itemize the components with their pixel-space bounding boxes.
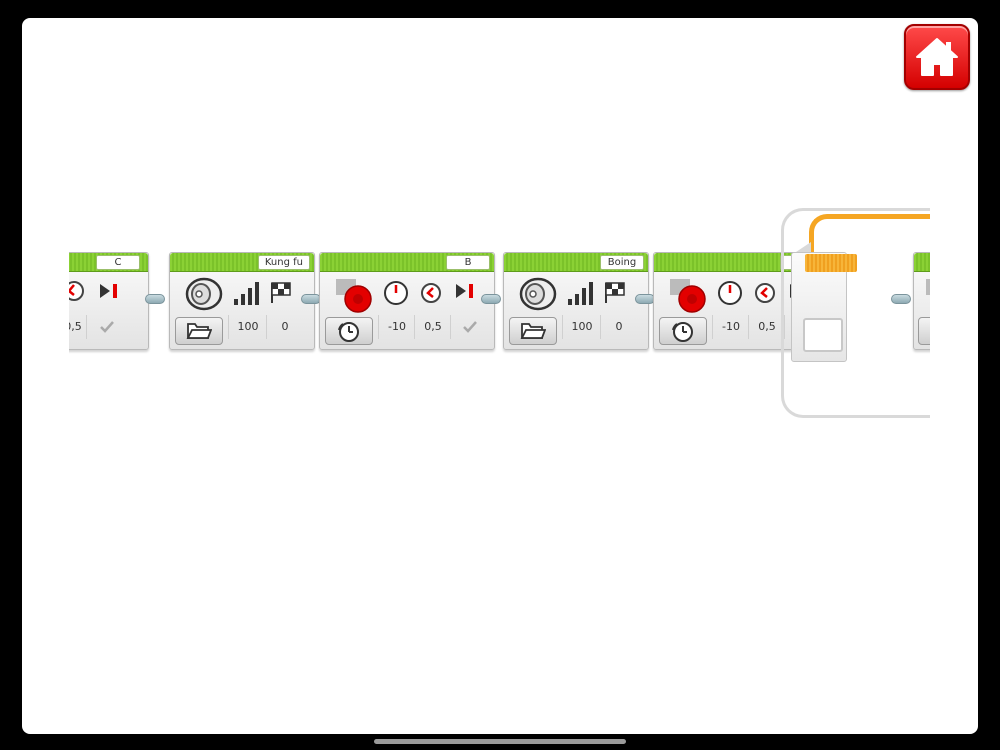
play-type-flag-icon bbox=[271, 282, 291, 303]
sequence-wire bbox=[145, 294, 165, 304]
loop-mode-selector[interactable] bbox=[803, 318, 843, 352]
loop-frame[interactable] bbox=[781, 208, 930, 418]
large-motor-icon bbox=[670, 279, 706, 313]
app-screen: C 0,5 Kung fu bbox=[22, 18, 978, 734]
speaker-icon bbox=[185, 277, 223, 311]
large-motor-icon bbox=[926, 279, 930, 295]
power-value[interactable]: -10 bbox=[378, 315, 415, 339]
large-motor-block-b[interactable]: B bbox=[319, 252, 495, 350]
home-button[interactable] bbox=[904, 24, 970, 90]
volume-icon bbox=[568, 282, 593, 305]
large-motor-icon bbox=[336, 279, 372, 313]
motor-mode-button[interactable] bbox=[325, 317, 373, 345]
sound-file-name[interactable]: Kung fu bbox=[257, 255, 310, 270]
rotations-icon bbox=[755, 283, 775, 303]
timer-mode-icon bbox=[672, 322, 693, 342]
brake-icon bbox=[100, 284, 117, 298]
play-type-value[interactable]: 0 bbox=[600, 315, 637, 339]
volume-value[interactable]: 100 bbox=[562, 315, 601, 339]
home-icon bbox=[916, 38, 958, 76]
rotations-value[interactable]: 0,5 bbox=[69, 320, 82, 333]
power-icon bbox=[384, 281, 408, 305]
port-selector[interactable]: B bbox=[446, 255, 490, 270]
play-type-flag-icon bbox=[605, 282, 625, 303]
rotations-icon bbox=[69, 281, 84, 301]
rotations-icon bbox=[421, 283, 441, 303]
sequence-wire bbox=[301, 294, 321, 304]
motor-mode-button[interactable] bbox=[918, 317, 930, 345]
home-indicator[interactable] bbox=[374, 739, 626, 744]
large-motor-block-partial[interactable]: C 0,5 bbox=[69, 252, 149, 350]
loop-return-arrow bbox=[809, 214, 930, 259]
block-header bbox=[914, 253, 930, 272]
power-value[interactable]: -10 bbox=[712, 315, 749, 339]
sound-mode-button[interactable] bbox=[175, 317, 223, 345]
sound-block-boing[interactable]: Boing bbox=[503, 252, 649, 350]
rotations-value[interactable]: 0,5 bbox=[748, 315, 785, 339]
folder-icon bbox=[186, 323, 212, 339]
check-icon bbox=[463, 321, 477, 333]
folder-icon bbox=[520, 323, 546, 339]
loop-header bbox=[805, 254, 857, 272]
large-motor-block-partial-in-loop[interactable] bbox=[913, 252, 930, 350]
volume-icon bbox=[234, 282, 259, 305]
sequence-wire bbox=[481, 294, 501, 304]
play-type-value[interactable]: 0 bbox=[266, 315, 303, 339]
sequence-wire bbox=[891, 294, 911, 304]
check-icon bbox=[100, 321, 114, 333]
sound-block-kung-fu[interactable]: Kung fu bbox=[169, 252, 315, 350]
port-selector[interactable]: C bbox=[96, 255, 140, 270]
brake-value[interactable] bbox=[86, 315, 127, 339]
timer-mode-icon bbox=[338, 322, 359, 342]
sound-file-name[interactable]: Boing bbox=[600, 255, 644, 270]
sound-mode-button[interactable] bbox=[509, 317, 557, 345]
motor-mode-button[interactable] bbox=[659, 317, 707, 345]
program-canvas[interactable]: C 0,5 Kung fu bbox=[69, 178, 930, 418]
brake-value[interactable] bbox=[450, 315, 489, 339]
speaker-icon bbox=[519, 277, 557, 311]
brake-icon bbox=[456, 284, 473, 298]
rotations-value[interactable]: 0,5 bbox=[414, 315, 451, 339]
power-icon bbox=[718, 281, 742, 305]
volume-value[interactable]: 100 bbox=[228, 315, 267, 339]
sequence-wire bbox=[635, 294, 655, 304]
